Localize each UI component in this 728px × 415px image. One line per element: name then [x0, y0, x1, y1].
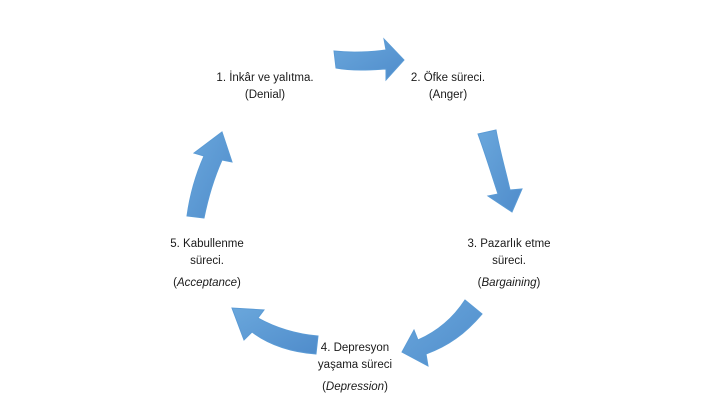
- stage-bargaining: 3. Pazarlık etme süreci. (Bargaining): [450, 236, 568, 292]
- stage-acceptance-line-1: 5. Kabullenme: [170, 238, 244, 250]
- stage-depression: 4. Depresyon yaşama süreci (Depression): [300, 340, 410, 396]
- arrow-acceptance-to-denial: [186, 131, 233, 219]
- stage-depression-line-1: 4. Depresyon: [320, 342, 390, 354]
- stage-anger-english: Anger: [432, 89, 464, 101]
- stage-depression-line-2: yaşama süreci: [317, 359, 393, 371]
- arrow-depression-to-acceptance: [231, 307, 319, 355]
- stage-acceptance: 5. Kabullenme süreci. (Acceptance): [152, 236, 262, 292]
- stage-anger: 2. Öfke süreci. (Anger): [398, 70, 498, 104]
- stage-denial: 1. İnkâr ve yalıtma. (Denial): [200, 70, 330, 104]
- arrow-anger-to-bargaining: [477, 129, 523, 213]
- arrow-denial-to-anger: [333, 37, 405, 82]
- stage-bargaining-line-2: süreci.: [492, 255, 526, 267]
- stage-acceptance-english: Acceptance: [176, 277, 238, 289]
- stage-bargaining-english: Bargaining: [481, 277, 537, 289]
- stage-anger-line-1: 2. Öfke süreci.: [410, 72, 486, 84]
- arrow-bargaining-to-depression: [401, 299, 483, 367]
- stage-bargaining-line-1: 3. Pazarlık etme: [467, 238, 551, 250]
- stage-denial-line-1: 1. İnkâr ve yalıtma.: [216, 72, 314, 84]
- stage-acceptance-line-2: süreci.: [190, 255, 224, 267]
- stage-depression-english: Depression: [325, 381, 385, 393]
- stage-denial-english: Denial: [248, 89, 282, 101]
